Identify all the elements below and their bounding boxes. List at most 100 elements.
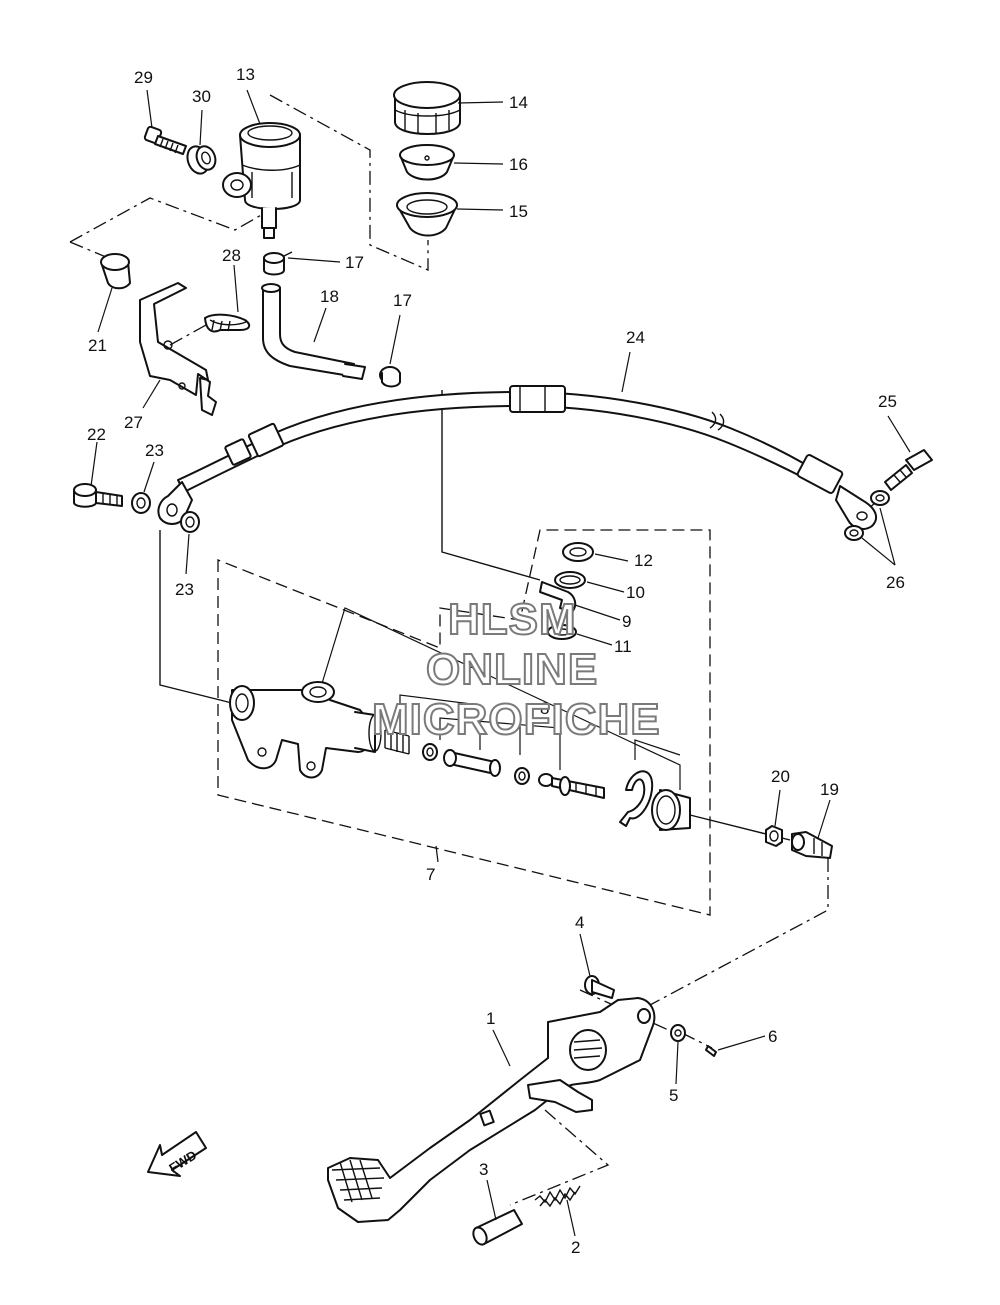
spring-kit (384, 729, 410, 755)
callout-18: 18 (320, 287, 339, 306)
callout-4: 4 (575, 913, 584, 932)
kit-dust-boot (651, 789, 691, 831)
callout-19: 19 (820, 780, 839, 799)
reservoir-13 (222, 122, 301, 239)
callout-29: 29 (134, 68, 153, 87)
cotter-pin-6 (705, 1045, 717, 1057)
cotter-line (681, 1032, 713, 1049)
brake-hose-24 (157, 385, 878, 530)
bracket-assembly (100, 253, 251, 416)
watermark-line-1: HLSM (448, 595, 577, 644)
watermark-line-2: ONLINE (426, 645, 598, 694)
banjo-hardware (73, 449, 933, 541)
callout-6: 6 (768, 1027, 777, 1046)
callout-24: 24 (626, 328, 645, 347)
callout-23-lower: 23 (175, 580, 194, 599)
callout-labels: 29 30 13 14 16 15 17 28 18 17 24 21 27 2… (87, 65, 905, 1257)
callout-9: 9 (622, 612, 631, 631)
nut-20 (765, 825, 783, 847)
kit-leader-middle (399, 694, 481, 750)
kit-leader-clip (634, 739, 681, 760)
reservoir-hose-18 (261, 283, 366, 380)
callout-26: 26 (886, 573, 905, 592)
callout-10: 10 (626, 583, 645, 602)
collar-21 (100, 253, 131, 290)
o-ring-11 (547, 624, 577, 640)
bolt-29 (143, 125, 187, 155)
callout-17-lower: 17 (393, 291, 412, 310)
callout-8: 8 (540, 699, 549, 718)
callout-3: 3 (479, 1160, 488, 1179)
piston (443, 749, 501, 777)
callout-25: 25 (878, 392, 897, 411)
boot-12 (562, 542, 594, 562)
callout-27: 27 (124, 413, 143, 432)
reservoir-cap-group-line (269, 94, 429, 271)
callout-28: 28 (222, 246, 241, 265)
washer-26-upper (870, 490, 890, 506)
collar-drop-line (69, 241, 119, 263)
callout-1: 1 (486, 1009, 495, 1028)
callout-11: 11 (614, 637, 632, 656)
callout-12: 12 (634, 551, 653, 570)
master-cylinder-kit (229, 542, 691, 831)
callout-22: 22 (87, 425, 106, 444)
pedal-spring-group-line (509, 1109, 610, 1206)
callout-leaders (90, 89, 911, 1237)
grommet-30 (186, 145, 217, 175)
reservoir-assembly (143, 81, 461, 388)
clevis-19 (791, 831, 833, 859)
bracket-clip-line (169, 319, 216, 346)
clevis-hardware (765, 825, 833, 859)
callout-30: 30 (192, 87, 211, 106)
callout-5: 5 (669, 1086, 678, 1105)
washer-23-upper (131, 492, 151, 514)
callout-7: 7 (426, 865, 435, 884)
collar-group-line (69, 197, 271, 243)
pedal-pin-4 (584, 975, 615, 999)
kit-circlip (619, 770, 654, 827)
hose-clamp-17-lower (379, 366, 401, 388)
return-spring-2 (534, 1185, 581, 1208)
diaphragm-plate-16 (399, 144, 455, 181)
banjo-route-line (159, 530, 241, 706)
master-cylinder-body (229, 681, 382, 779)
push-rod (538, 773, 605, 799)
circlip-10 (554, 571, 586, 589)
brake-pedal-1 (327, 997, 656, 1223)
brake-pedal-assembly (327, 975, 717, 1246)
pedal-link-line (649, 858, 829, 1006)
watermark-line-3: MICROFICHE (372, 695, 661, 744)
hose-clamp-17-upper (263, 251, 293, 276)
primary-cup (422, 743, 438, 761)
secondary-cup (514, 767, 530, 785)
callout-13: 13 (236, 65, 255, 84)
banjo-bolt-25 (884, 449, 933, 491)
watermark: HLSM ONLINE MICROFICHE (371, 594, 661, 745)
washer-5 (670, 1024, 686, 1042)
assembly-lines (69, 94, 881, 1206)
callout-23-upper: 23 (145, 441, 164, 460)
banjo-bolt-22 (73, 483, 123, 508)
reservoir-cap-14 (393, 81, 461, 135)
sleeve-3 (472, 1209, 523, 1246)
callout-16: 16 (509, 155, 528, 174)
kit-leader-upper (319, 607, 681, 790)
master-cylinder-kit-box (217, 529, 711, 916)
washer-23-lower (180, 511, 200, 533)
washer-line (579, 989, 676, 1034)
callout-14: 14 (509, 93, 528, 112)
callout-17-upper: 17 (345, 253, 364, 272)
hose-route-line (441, 390, 541, 581)
diaphragm-15 (396, 192, 458, 237)
callout-21: 21 (88, 336, 107, 355)
callout-2: 2 (571, 1238, 580, 1257)
callout-15: 15 (509, 202, 528, 221)
callout-20: 20 (771, 767, 790, 786)
kit-leader-lower (439, 717, 561, 770)
fwd-arrow-icon: FWD (147, 1131, 207, 1177)
bracket-27 (139, 282, 217, 416)
clip-28 (204, 313, 251, 333)
washer-26-lower (844, 525, 864, 541)
